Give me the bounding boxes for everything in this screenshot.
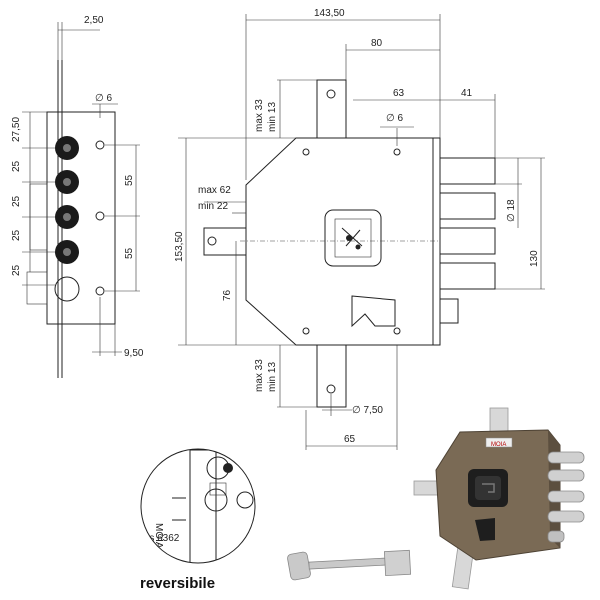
- detail-small-text: nts 6362: [141, 533, 180, 544]
- front-view: 143,50 80 63 41 ∅ 6 153,50 max 33 min 13…: [174, 8, 545, 450]
- top-tab-hole: [326, 89, 336, 99]
- photo-brand: MOIA: [491, 442, 506, 448]
- bolt-center: [63, 248, 71, 256]
- lock-body: [245, 137, 441, 346]
- front-bolts: [439, 157, 496, 324]
- bottom-tab: [316, 344, 347, 408]
- left-tab: [203, 227, 247, 256]
- screw-hole: [302, 327, 310, 335]
- dim-top-offset: 2,50: [84, 15, 104, 26]
- key-square: [324, 209, 382, 267]
- dim-backset-63: 63: [393, 88, 405, 99]
- bolt-center: [63, 178, 71, 186]
- detail-brand: MOIA: [153, 523, 164, 549]
- dim-span-lower: 55: [124, 247, 135, 259]
- bolt-center: [63, 144, 71, 152]
- screw-hole: [393, 148, 401, 156]
- left-tab-hole: [207, 236, 217, 246]
- reversibile-caption: reversibile: [140, 575, 215, 592]
- dim-lower-width: 65: [344, 434, 356, 445]
- top-tab: [316, 79, 347, 139]
- dim-overall-width: 143,50: [314, 8, 345, 19]
- dim-min-upper: min 13: [267, 102, 278, 132]
- screw-hole: [95, 211, 105, 221]
- key-image: [287, 549, 412, 581]
- screw-hole: [302, 148, 310, 156]
- dim-pitch-d: 25: [11, 264, 22, 276]
- screw-hole: [95, 140, 105, 150]
- dim-pitch-first: 27,50: [11, 117, 22, 142]
- dim-span-upper: 55: [124, 174, 135, 186]
- dim-backset-41: 41: [461, 88, 473, 99]
- dim-min-lower: min 13: [267, 362, 278, 392]
- dim-pitch-a: 25: [11, 160, 22, 172]
- latch-circle: [54, 276, 80, 302]
- faceplate-bolts: [54, 136, 80, 302]
- dim-pitch-c: 25: [11, 229, 22, 241]
- lock-photo: MOIA: [413, 407, 585, 590]
- dim-hole-dia: ∅ 6: [95, 93, 112, 104]
- bolt-center: [63, 213, 71, 221]
- screw-hole: [393, 327, 401, 335]
- dim-max-upper: max 33: [254, 99, 265, 132]
- dim-front-hole-dia: ∅ 6: [386, 113, 403, 124]
- dim-pitch-b: 25: [11, 195, 22, 207]
- latch: [351, 295, 396, 328]
- detail-circle: [140, 448, 256, 564]
- dim-bolt-dia: ∅ 18: [506, 199, 517, 222]
- side-view: 2,50 ∅ 6 27,50 25 25 25 25 55 55 9,50: [11, 15, 144, 378]
- dim-lower-hole-dia: ∅ 7,50: [352, 405, 383, 416]
- dim-height-76: 76: [222, 289, 233, 301]
- dim-max-side: max 62: [198, 185, 231, 196]
- dim-min-side: min 22: [198, 201, 228, 212]
- reversible-detail: MOIA nts 6362: [140, 448, 256, 564]
- dim-bolt-span: 130: [529, 250, 540, 267]
- dim-overall-height: 153,50: [174, 231, 185, 262]
- screw-hole: [95, 286, 105, 296]
- dim-max-lower: max 33: [254, 359, 265, 392]
- dim-tab-to-edge: 80: [371, 38, 383, 49]
- dim-bottom-offset: 9,50: [124, 348, 144, 359]
- side-tab: [26, 271, 48, 305]
- bottom-tab-hole: [326, 384, 336, 394]
